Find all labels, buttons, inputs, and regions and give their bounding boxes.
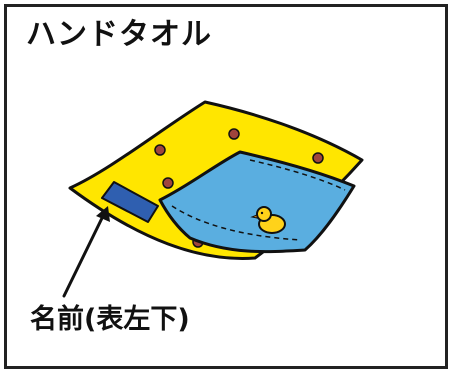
name-tag-icon — [101, 181, 159, 223]
arrow-icon — [62, 206, 110, 298]
name-location-caption: 名前(表左下) — [30, 304, 190, 335]
chick-icon — [250, 206, 286, 234]
blue-towel-icon — [158, 150, 356, 254]
page-title: ハンドタオル — [26, 17, 212, 52]
